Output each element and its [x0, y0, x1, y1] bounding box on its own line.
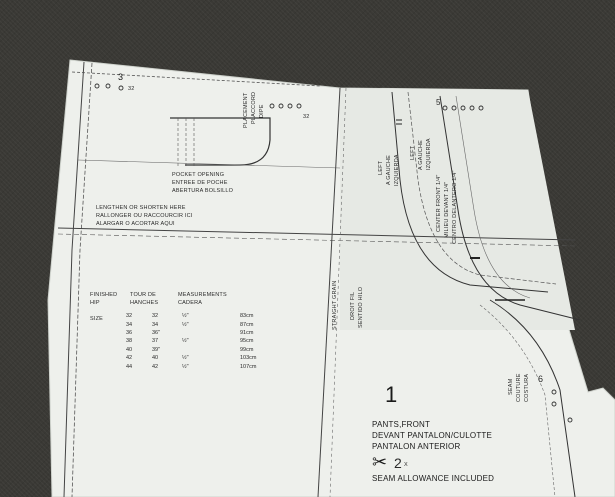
cut-count: 2	[394, 455, 402, 471]
table-cell: 44	[126, 363, 133, 370]
table-cell: ½"	[182, 313, 189, 320]
marker-circles-pocket	[269, 103, 302, 109]
table-cell: ½"	[182, 321, 189, 328]
table-cell: 36"	[152, 329, 161, 336]
marker-circles-bottom-right	[551, 389, 573, 423]
center-front-en: CENTER FRONT 1/4"	[436, 174, 442, 232]
mark-32b: 32	[303, 114, 310, 120]
crotch-curve-3	[439, 95, 581, 321]
table-row: 42 40 ½" 103cm	[122, 354, 274, 362]
center-front-es: CENTRO DELANTERO 1/4"	[452, 170, 458, 244]
table-row: 36 36" 91cm	[122, 329, 274, 337]
table-row: 32 32 ½" 83cm	[122, 312, 274, 320]
table-cell: 95cm	[240, 338, 254, 345]
cutting-line-left	[63, 61, 85, 497]
table-cell: 99cm	[240, 346, 254, 353]
left-label-c: IZQUIERDA	[394, 154, 400, 186]
table-row: 38 37 ½" 95cm	[122, 337, 274, 345]
seam-fr: COUTURE	[516, 373, 522, 402]
placement-label-2: PLACCORD	[251, 91, 257, 124]
table-cell: 32	[152, 313, 159, 320]
cutting-line-left-dashed	[71, 62, 93, 497]
table-cell: 34	[152, 321, 159, 328]
meas-header-measurements: MEASUREMENTS	[178, 292, 227, 298]
left-label-a: LEFT	[378, 160, 384, 175]
crotch-curve-2	[407, 91, 557, 285]
seam-es: COSTURA	[524, 373, 530, 402]
pocket-opening-fr: ENTREE DE POCHE	[172, 180, 228, 186]
table-cell: ½"	[182, 338, 189, 345]
table-cell: 42	[152, 363, 159, 370]
marker-circles-top-left	[94, 83, 124, 91]
table-cell	[178, 329, 214, 337]
table-cell: 107cm	[240, 363, 257, 370]
piece-name-en: PANTS,FRONT	[372, 420, 431, 429]
table-cell: 42	[126, 355, 133, 362]
grain-es: SENTIDO HILO	[358, 286, 364, 328]
table-cell: 87cm	[240, 321, 254, 328]
grain-en: STRAIGHT GRAIN	[332, 280, 338, 330]
left-label-f: IZQUIERDA	[426, 138, 432, 170]
seam-en: SEAM	[508, 378, 514, 395]
left-label-e: A GAUCHE	[418, 139, 424, 170]
table-cell: 34	[126, 321, 133, 328]
table-cell: 37	[152, 338, 159, 345]
meas-header-finished: FINISHED	[90, 292, 118, 298]
meas-size-label: SIZE	[90, 316, 104, 322]
table-cell: 38	[126, 338, 133, 345]
table-cell: 32	[126, 313, 133, 320]
meas-header-cadera: CADERA	[178, 300, 203, 306]
table-cell: 83cm	[240, 313, 254, 320]
cut-suffix: X	[404, 462, 408, 468]
scissors-icon: ✂	[372, 452, 388, 472]
table-row: 40 39" 99cm	[122, 346, 274, 354]
hip-line	[77, 159, 341, 169]
piece-name-es: PANTALON ANTERIOR	[372, 442, 461, 451]
table-cell: 40	[152, 355, 159, 362]
marker-circles-right	[442, 105, 484, 111]
lengthen-es: ALARGAR O ACORTAR AQUI	[96, 221, 175, 227]
pocket-opening-es: ABERTURA BOLSILLO	[172, 188, 234, 194]
crotch-curve-1	[391, 91, 549, 293]
mark-6: 6	[538, 374, 544, 384]
table-cell: 39"	[152, 346, 161, 353]
left-label-d: LEFT	[410, 145, 416, 160]
table-cell	[178, 346, 214, 354]
table-row: 34 34 ½" 87cm	[122, 320, 274, 328]
lengthen-en: LENGTHEN OR SHORTEN HERE	[96, 205, 186, 211]
pocket-opening-en: POCKET OPENING	[172, 172, 225, 178]
table-cell: 36	[126, 329, 133, 336]
seam-allowance-text: SEAM ALLOWANCE INCLUDED	[372, 474, 495, 483]
left-label-b: A GAUCHE	[386, 154, 392, 185]
table-cell: ½"	[182, 363, 189, 370]
mark-5: 5	[436, 98, 441, 107]
mark-32: 32	[128, 86, 135, 92]
straight-grain-line	[317, 87, 341, 497]
grain-fr: DROIT FIL	[350, 291, 356, 320]
meas-header-hanches: HANCHES	[130, 300, 159, 306]
piece-number: 1	[385, 382, 398, 407]
top-edge-line	[71, 71, 321, 87]
placement-label-3: DIPE	[259, 104, 265, 118]
mark-3: 3	[118, 72, 124, 82]
table-cell: ½"	[182, 355, 189, 362]
center-front-fr: MILIEU DEVANT 1/4"	[444, 181, 450, 238]
lengthen-line	[57, 227, 576, 241]
meas-header-tour: TOUR DE	[130, 292, 157, 298]
lengthen-fr: RALLONGER OU RACCOURCIR ICI	[96, 213, 193, 219]
table-row: 44 42 ½" 107cm	[122, 362, 274, 370]
table-cell: 91cm	[240, 329, 254, 336]
table-cell: 103cm	[240, 355, 257, 362]
placement-label: PLACEMENT	[243, 92, 249, 128]
piece-name-fr: DEVANT PANTALON/CULOTTE	[372, 431, 493, 440]
side-seam-curve	[489, 299, 576, 497]
meas-header-hip: HIP	[90, 300, 100, 306]
table-cell: 40	[126, 346, 133, 353]
